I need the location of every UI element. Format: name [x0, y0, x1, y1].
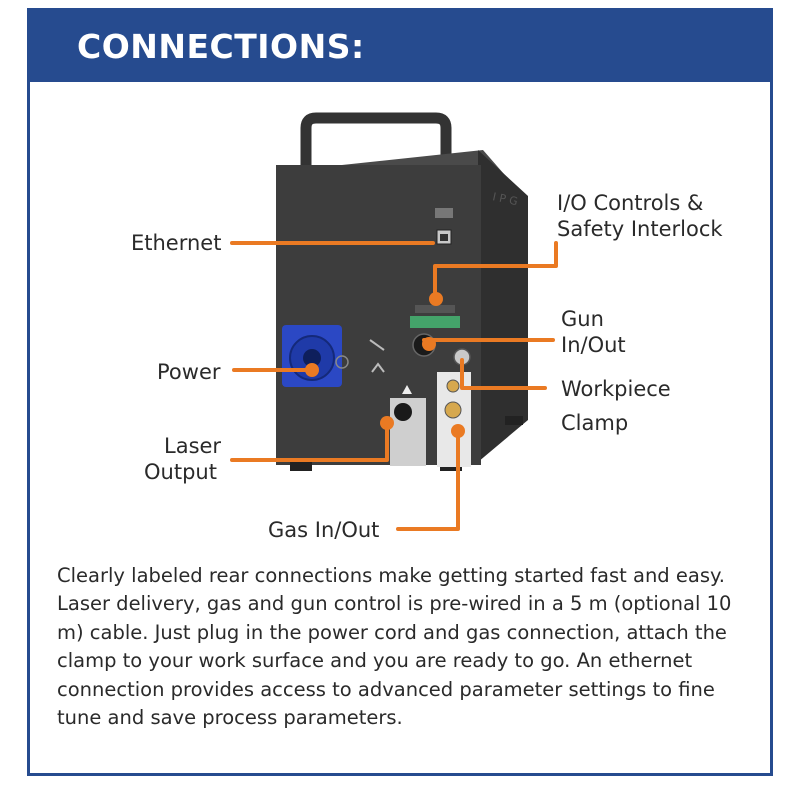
- label-io-controls: I/O Controls &: [557, 191, 704, 215]
- callout-io: [433, 241, 558, 302]
- carry-handle: [300, 112, 452, 170]
- callout-dot-laser: [380, 416, 394, 430]
- brand-mark-side: I P G: [491, 190, 519, 208]
- ethernet-label-plate: [435, 208, 453, 218]
- unit-side-face: [478, 150, 528, 462]
- label-safety-interlock: Safety Interlock: [557, 217, 723, 241]
- foot-side: [505, 416, 523, 425]
- label-workpiece: Workpiece: [561, 377, 671, 401]
- foot-left: [290, 462, 312, 471]
- callout-endpoints: [305, 292, 465, 438]
- label-ethernet: Ethernet: [131, 231, 222, 255]
- callout-dot-gun: [422, 337, 436, 351]
- label-laser: Laser: [164, 434, 222, 458]
- gas-connector-top-icon: [446, 379, 460, 393]
- callout-gas: [396, 429, 460, 531]
- laser-output-connector-icon: [394, 403, 412, 421]
- label-power: Power: [157, 360, 221, 384]
- label-gas-in-out: Gas In/Out: [268, 518, 380, 542]
- laser-warning-icon: [402, 385, 412, 394]
- ethernet-port-socket: [440, 234, 448, 241]
- io-label-plate: [415, 305, 455, 313]
- connections-panel: CONNECTIONS:: [27, 8, 773, 776]
- label-laser-output: Output: [144, 460, 217, 484]
- description-paragraph: Clearly labeled rear connections make ge…: [57, 564, 732, 730]
- callout-dot-gas: [451, 424, 465, 438]
- gas-connector-bottom-icon: [444, 401, 462, 419]
- callout-laser: [230, 418, 389, 462]
- label-gun: Gun: [561, 307, 604, 331]
- section-title: CONNECTIONS:: [77, 27, 365, 66]
- section-header: CONNECTIONS:: [30, 11, 770, 82]
- gun-symbol-icon: [369, 339, 385, 351]
- label-gun-in-out: In/Out: [561, 333, 626, 357]
- callout-clamp: [460, 358, 547, 390]
- ground-symbol-icon: [335, 355, 349, 369]
- callout-dot-power: [305, 363, 319, 377]
- label-clamp: Clamp: [561, 411, 629, 435]
- callout-dot-io: [429, 292, 443, 306]
- io-terminal-block-icon: [410, 316, 460, 328]
- callout-lines: [230, 241, 558, 531]
- power-socket-center: [303, 349, 321, 367]
- clamp-symbol-icon: [371, 362, 385, 373]
